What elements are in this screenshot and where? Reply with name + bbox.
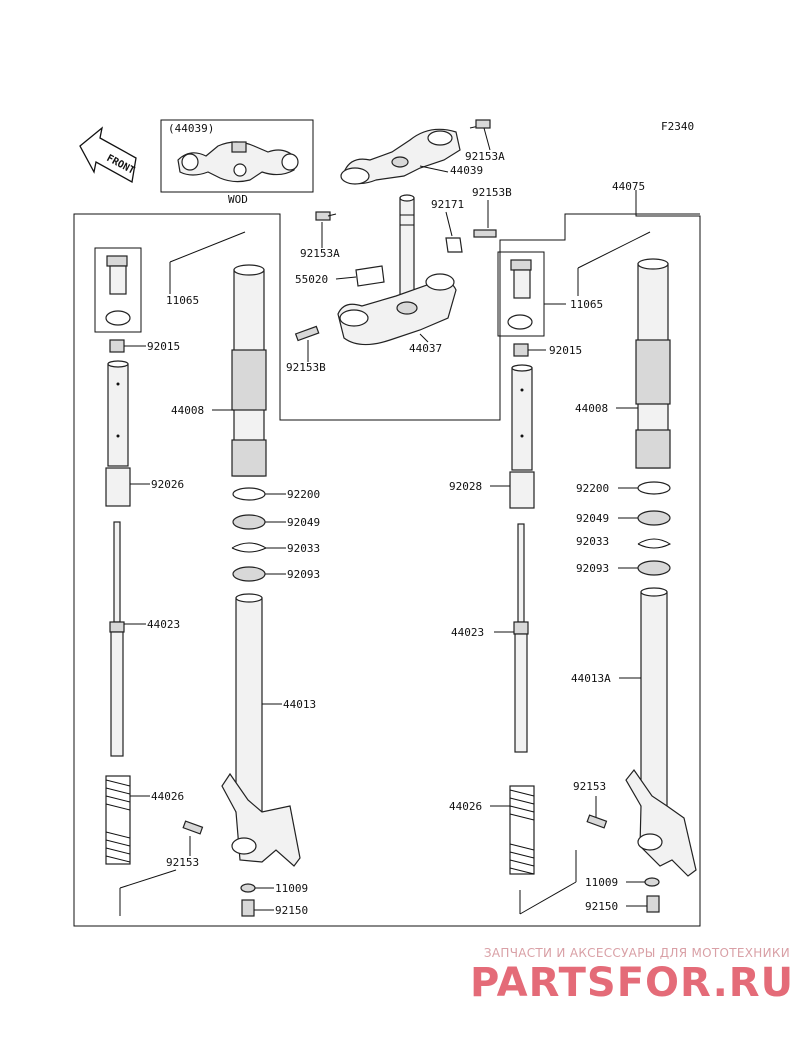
left-fork-frame [73, 213, 701, 927]
left-seal-92093-part [232, 566, 266, 582]
label-seal-right-1: 92200 [576, 482, 609, 495]
left-damper-rod-part [109, 521, 125, 757]
label-stem-lower: 44037 [409, 342, 442, 355]
right-spring-part [509, 785, 535, 875]
front-direction-arrow: FRONT [79, 126, 137, 184]
label-ring-left: 92033 [287, 542, 320, 555]
right-axle-bolt-part [586, 814, 608, 829]
left-washer-part [240, 883, 256, 893]
label-seal-right-2: 92049 [576, 512, 609, 525]
figure-code: F2340 [661, 120, 694, 133]
label-washer-left: 11009 [275, 882, 308, 895]
label-collar-left: 92026 [151, 478, 184, 491]
label-sticker: 55020 [295, 273, 328, 286]
right-bottom-bolt-part [646, 895, 660, 913]
label-rod-right: 44023 [451, 626, 484, 639]
label-ring-right: 92033 [576, 535, 609, 548]
left-bottom-bolt-part [241, 899, 255, 917]
label-nut-left: 92015 [147, 340, 180, 353]
left-cap-box [94, 247, 142, 333]
clamp-part [445, 237, 463, 253]
inset-ref-number: (44039) [168, 122, 214, 135]
left-axle-bolt-part [182, 820, 204, 835]
right-seal-92049-part [637, 510, 671, 526]
label-washer-right: 11009 [585, 876, 618, 889]
left-seal-92200-part [232, 487, 266, 501]
label-bolt-upper-2: 92153A [300, 247, 340, 260]
right-inner-tube-part [625, 587, 697, 877]
bolt-stem-right-part [473, 229, 497, 238]
label-seal-left-2: 92049 [287, 516, 320, 529]
label-bolt-stem-right: 92153B [472, 186, 512, 199]
inset-box: (44039) WOD [160, 119, 314, 206]
label-bolt-stem-left: 92153B [286, 361, 326, 374]
left-seal-92049-part [232, 514, 266, 530]
left-inner-tube-part [221, 593, 301, 867]
label-bolt-upper-1: 92153A [465, 150, 505, 163]
right-seal-92093-part [637, 560, 671, 576]
bolt-92153a-part [315, 211, 331, 221]
label-cap-left: 11065 [166, 294, 199, 307]
label-seal-left-3: 92093 [287, 568, 320, 581]
label-inner-tube-left: 44013 [283, 698, 316, 711]
left-fork-cap-part [105, 255, 131, 326]
right-washer-part [644, 877, 660, 887]
label-cap-right: 11065 [570, 298, 603, 311]
steering-stem-part [337, 194, 457, 346]
left-spring-part [105, 775, 131, 865]
label-spring-right: 44026 [449, 800, 482, 813]
label-bottom-bolt-left: 92150 [275, 904, 308, 917]
label-bottom-bolt-right: 92150 [585, 900, 618, 913]
label-nut-right: 92015 [549, 344, 582, 357]
left-collar-part [105, 360, 131, 507]
label-collar-right: 92028 [449, 480, 482, 493]
watermark-tagline: ЗАПЧАСТИ И АКСЕССУАРЫ ДЛЯ МОТОТЕХНИКИ [483, 946, 790, 960]
label-seal-left-1: 92200 [287, 488, 320, 501]
right-cap-box [497, 251, 545, 337]
label-bolt-axle-left: 92153 [166, 856, 199, 869]
label-outer-tube-right: 44008 [575, 402, 608, 415]
label-rod-left: 44023 [147, 618, 180, 631]
label-inner-tube-right: 44013A [571, 672, 611, 685]
label-clamp: 92171 [431, 198, 464, 211]
right-ring-part [637, 538, 672, 549]
right-fork-cap-part [507, 259, 533, 330]
inset-caption: WOD [228, 193, 248, 206]
label-spring-left: 44026 [151, 790, 184, 803]
label-fork-assy: 44075 [612, 180, 645, 193]
right-outer-tube-part [635, 258, 671, 469]
right-nut-part [513, 343, 529, 357]
left-ring-part [231, 542, 268, 553]
label-outer-tube-left: 44008 [171, 404, 204, 417]
bolt-stem-left-part [294, 325, 320, 342]
label-bolt-axle-right: 92153 [573, 780, 606, 793]
watermark-logo: PARTSFOR.RU [470, 960, 795, 1006]
right-collar-part [509, 364, 535, 509]
right-damper-rod-part [513, 523, 529, 753]
left-nut-part [109, 339, 125, 353]
sticker-part [355, 265, 385, 287]
upper-bracket-part [340, 119, 491, 185]
left-outer-tube-part [231, 264, 267, 477]
label-upper-bracket: 44039 [450, 164, 483, 177]
label-seal-right-3: 92093 [576, 562, 609, 575]
right-seal-92200-part [637, 481, 671, 495]
